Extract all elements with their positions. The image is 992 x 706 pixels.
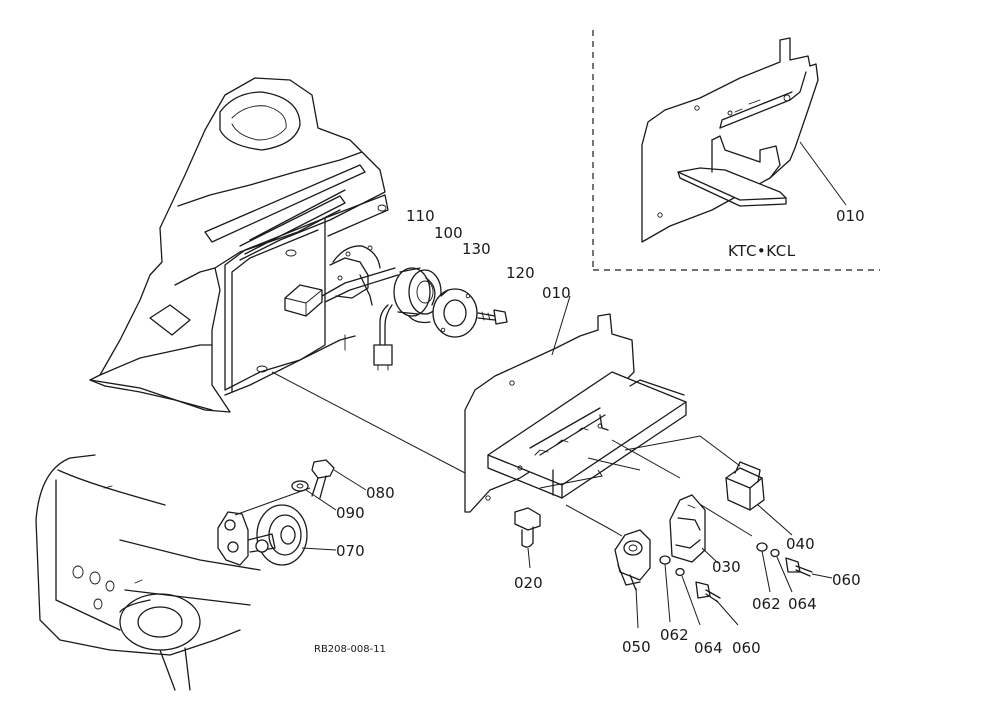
axle-assembly [35,454,261,691]
assembly-guides [539,435,753,537]
callout-130: 130 [462,240,491,258]
callout-120: 120 [506,264,535,282]
callout-010-inset: 010 [836,207,865,225]
leader-assembly [271,371,489,486]
fasteners-right [756,542,833,593]
control-housing [89,77,389,413]
callout-100: 100 [434,224,463,242]
callouts: 010 110 100 130 120 010 080 090 070 020 … [336,207,865,657]
callout-110: 110 [406,207,435,225]
fasteners-bottom [659,555,739,626]
switch-mount [284,245,431,371]
part-080-090-bolt-washer [291,459,367,511]
inset-bracket-010 [641,37,847,243]
part-070-horn [217,487,337,566]
callout-090: 090 [336,504,365,522]
part-130-ring [432,288,478,338]
callout-030: 030 [712,558,741,576]
callout-070: 070 [336,542,365,560]
inset-frame [592,30,880,271]
callout-060-bottom: 060 [732,639,761,657]
inset-model-label: KTC•KCL [728,242,796,260]
callout-010-main: 010 [542,284,571,302]
callout-064-bottom: 064 [694,639,723,657]
callout-064-right: 064 [788,595,817,613]
callout-062-right: 062 [752,595,781,613]
part-050-switch [614,529,651,629]
part-120-screw [477,309,508,325]
main-bracket-010 [464,295,687,513]
callout-062-bottom: 062 [660,626,689,644]
callout-040: 040 [786,535,815,553]
part-100-solenoid [393,267,442,317]
part-030-housing [669,494,719,564]
reference-code: RB208-008-11 [314,644,386,655]
callout-020: 020 [514,574,543,592]
part-040-relay [725,461,793,536]
callout-080: 080 [366,484,395,502]
callout-050: 050 [622,638,651,656]
part-020-bolt [514,507,541,569]
callout-060-right: 060 [832,571,861,589]
